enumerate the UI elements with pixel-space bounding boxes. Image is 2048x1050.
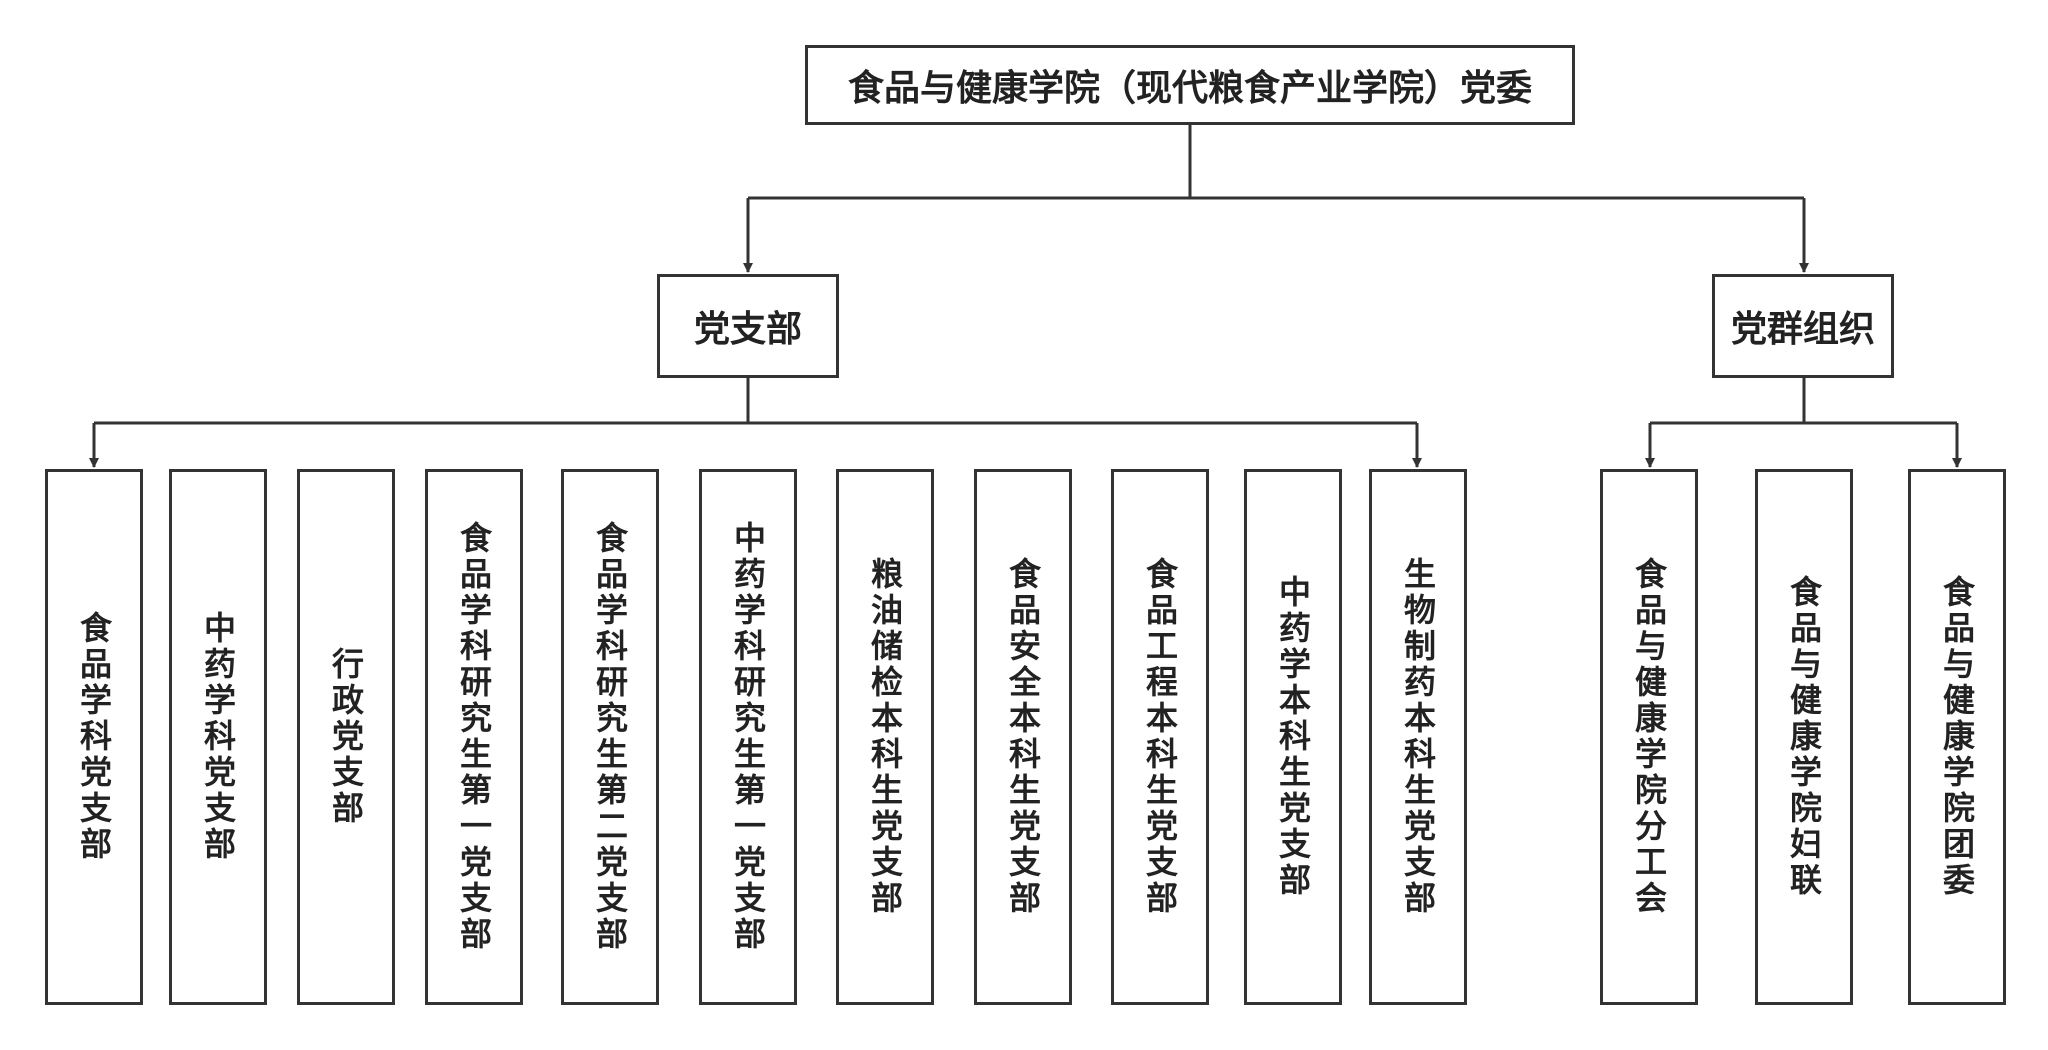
branch-node: 食品工程本科生党支部: [1111, 469, 1209, 1005]
mass-organizations-node: 党群组织: [1712, 274, 1894, 378]
mass-org-node: 食品与健康学院团委: [1908, 469, 2006, 1005]
party-branches-node: 党支部: [657, 274, 839, 378]
branch-node: 行政党支部: [297, 469, 395, 1005]
mass-org-node: 食品与健康学院妇联: [1755, 469, 1853, 1005]
branch-node: 粮油储检本科生党支部: [836, 469, 934, 1005]
branch-node: 食品学科党支部: [45, 469, 143, 1005]
root-node: 食品与健康学院（现代粮食产业学院）党委: [805, 45, 1575, 125]
branch-node: 食品学科研究生第一党支部: [425, 469, 523, 1005]
branch-node: 中药学科研究生第一党支部: [699, 469, 797, 1005]
mass-org-node: 食品与健康学院分工会: [1600, 469, 1698, 1005]
branch-node: 食品学科研究生第二党支部: [561, 469, 659, 1005]
branch-node: 中药学科党支部: [169, 469, 267, 1005]
branch-node: 生物制药本科生党支部: [1369, 469, 1467, 1005]
branch-node: 食品安全本科生党支部: [974, 469, 1072, 1005]
branch-node: 中药学本科生党支部: [1244, 469, 1342, 1005]
